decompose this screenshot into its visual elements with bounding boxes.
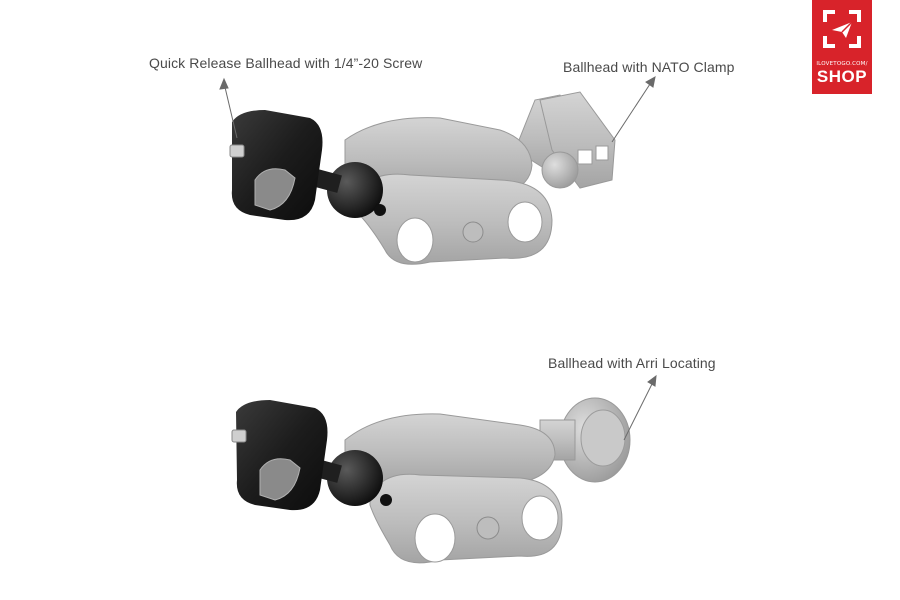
arri-knob	[539, 397, 631, 483]
quick-release-head	[229, 110, 323, 221]
arri-locating-assembly	[231, 397, 631, 564]
label-ballhead-nato-clamp: Ballhead with NATO Clamp	[563, 59, 735, 75]
bracket-plane-icon	[823, 10, 861, 48]
label-ballhead-arri-locating: Ballhead with Arri Locating	[548, 355, 716, 371]
logo-domain-text: ILOVETOGO.COM/	[816, 61, 868, 67]
callout-arrow-quick-release	[219, 77, 238, 139]
nato-clamp-assembly	[229, 91, 616, 265]
logo-shop-text: SHOP	[816, 67, 868, 86]
quick-release-head-bottom	[231, 400, 328, 511]
label-quick-release-ballhead: Quick Release Ballhead with 1/4”-20 Scre…	[149, 55, 423, 71]
callout-arrow-arri	[623, 374, 657, 441]
callout-arrow-nato	[611, 76, 656, 143]
nato-clamp-block	[539, 91, 616, 189]
shop-logo: ILOVETOGO.COM/ SHOP	[812, 0, 872, 94]
